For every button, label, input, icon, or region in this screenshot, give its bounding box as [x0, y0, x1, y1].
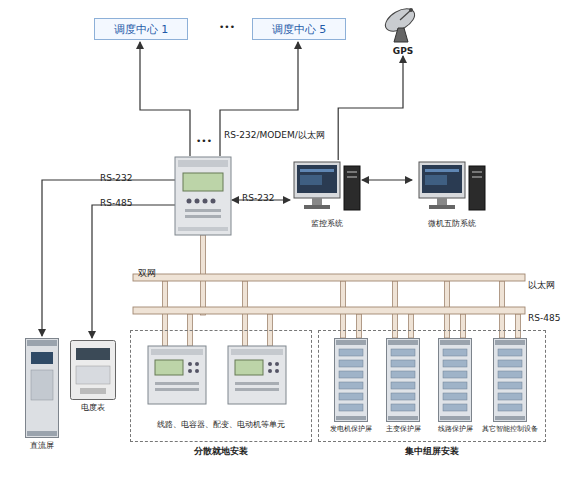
link-label: RS-232/MODEM/以太网	[224, 129, 325, 142]
link-label: RS-232	[100, 173, 132, 183]
unit-caption: 线路、电容器、配变、电动机等单元	[133, 420, 309, 430]
box-title: 调度中心 1	[95, 22, 187, 37]
link-label: 双网	[138, 267, 156, 280]
pc-illustration	[292, 160, 362, 216]
dc-panel: 直流屏	[20, 338, 64, 451]
device-caption: 微机五防系统	[412, 218, 492, 229]
rs485-bus	[133, 307, 525, 314]
gps-antenna: GPS	[378, 4, 428, 56]
cab-illustration	[493, 338, 527, 422]
bay-unit	[228, 346, 286, 404]
computer-station: 微机五防系统	[412, 160, 492, 229]
device-caption: 其它智能控制设备	[478, 424, 542, 434]
device-caption: 监控系统	[292, 218, 362, 229]
computer-station: 监控系统	[292, 160, 362, 229]
connector	[338, 56, 403, 160]
protection-cabinet: 其它智能控制设备	[478, 338, 542, 434]
device-caption: 电度表	[68, 402, 118, 413]
gps-illustration	[378, 4, 428, 44]
meter-illustration	[70, 340, 116, 400]
link-label: RS-485	[100, 198, 132, 208]
cab-illustration	[386, 338, 420, 422]
dispatch-link	[140, 42, 190, 156]
connector	[362, 179, 412, 180]
group-heading: 集中组屏安装	[319, 445, 545, 458]
energy-meter: 电度表	[68, 340, 118, 413]
gps-label: GPS	[378, 46, 428, 56]
dispatch-center-box: 调度中心 1	[94, 18, 188, 40]
box-title: 调度中心 5	[253, 22, 345, 37]
dispatch-center-box: 调度中心 5	[252, 18, 346, 40]
link-label: RS-485	[528, 313, 560, 323]
install-group: 集中组屏安装发电机保护屏主变保护屏线路保护屏其它智能控制设备	[318, 330, 546, 442]
bay-unit	[148, 346, 206, 404]
link-label: RS-232	[242, 193, 274, 203]
cab-illustration	[334, 338, 368, 422]
link-label: 以太网	[528, 279, 555, 292]
ellipsis-mark: •••	[207, 22, 247, 32]
device-caption: 直流屏	[20, 440, 64, 451]
device-caption: 主变保护屏	[378, 424, 428, 434]
dc-illustration	[25, 338, 59, 438]
device-caption: 线路保护屏	[430, 424, 480, 434]
group-heading: 分散就地安装	[131, 445, 311, 458]
comm-manager	[175, 157, 231, 235]
ethernet-bus	[133, 274, 525, 281]
protection-cabinet: 发电机保护屏	[326, 338, 376, 434]
protection-cabinet: 主变保护屏	[378, 338, 428, 434]
device-caption: 发电机保护屏	[326, 424, 376, 434]
cab-illustration	[438, 338, 472, 422]
ellipsis-mark: •••	[192, 136, 216, 146]
protection-cabinet: 线路保护屏	[430, 338, 480, 434]
pc-illustration	[417, 160, 487, 216]
